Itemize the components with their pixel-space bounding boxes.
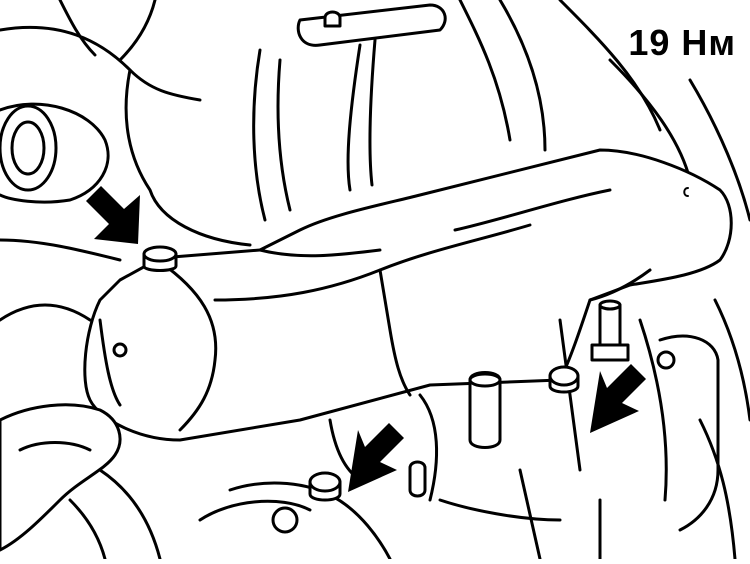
- bolt-left: [142, 245, 178, 272]
- manifold-cover: [83, 148, 733, 442]
- left-hose: [0, 403, 162, 561]
- bolt-bottom: [308, 471, 342, 502]
- arrow-bolt-bottom: [348, 423, 404, 492]
- torque-label: 19 Нм: [628, 22, 736, 63]
- arrow-bolt-right: [590, 364, 646, 433]
- bolt-right: [548, 365, 580, 394]
- throttle-flange: [252, 3, 447, 222]
- round-port-left: [0, 102, 110, 204]
- arrow-bolt-left: [86, 186, 140, 244]
